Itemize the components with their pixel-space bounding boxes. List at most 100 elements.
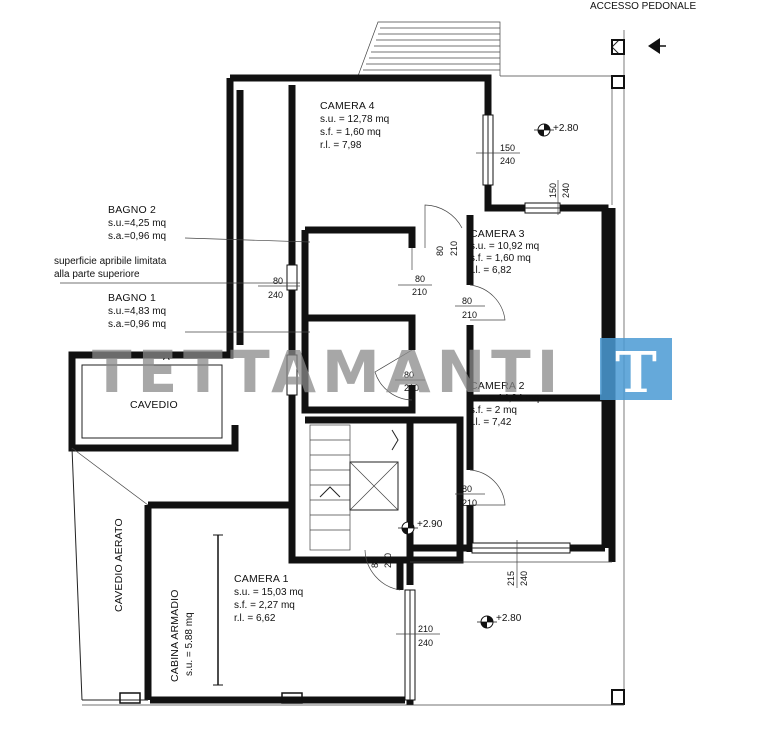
svg-text:superficie apribile limitata: superficie apribile limitata <box>54 256 167 267</box>
svg-text:80: 80 <box>273 276 283 286</box>
svg-text:s.u. = 15,03 mq: s.u. = 15,03 mq <box>234 587 303 598</box>
window-camera2 <box>471 542 571 554</box>
room-bagno2: BAGNO 2 s.u.=4,25 mq s.a.=0,96 mq <box>108 204 166 242</box>
svg-text:s.f. = 2,27 mq: s.f. = 2,27 mq <box>234 600 295 611</box>
svg-text:A: A <box>163 352 170 363</box>
bottom-post <box>119 692 141 704</box>
svg-text:210: 210 <box>412 287 427 297</box>
dim-door-camera1: 80 210 <box>370 553 393 568</box>
svg-text:210: 210 <box>383 553 393 568</box>
svg-text:alla parte superiore: alla parte superiore <box>54 269 140 280</box>
svg-text:80: 80 <box>370 558 380 568</box>
svg-text:150: 150 <box>500 143 515 153</box>
window-camera3 <box>524 202 561 214</box>
wall-corridor <box>305 416 464 564</box>
svg-text:240: 240 <box>268 290 283 300</box>
svg-text:CAMERA 2: CAMERA 2 <box>470 380 525 392</box>
window-camera1 <box>404 589 416 701</box>
room-cavedio-aerato: CAVEDIO AERATO <box>113 518 125 612</box>
terrace-post <box>611 75 625 89</box>
svg-text:240: 240 <box>418 638 433 648</box>
terrace-post <box>611 39 625 55</box>
room-cabina-armadio: CABINA ARMADIO s.u. = 5.88 mq <box>169 589 195 682</box>
dim-window-camera1: 210 240 <box>396 624 440 648</box>
access-chevron-icon <box>611 39 620 55</box>
svg-text:210: 210 <box>462 310 477 320</box>
level-label: +2.80 <box>496 613 522 624</box>
svg-text:BAGNO 1: BAGNO 1 <box>108 292 156 304</box>
access-arrow-icon <box>648 38 666 54</box>
svg-text:80: 80 <box>462 484 472 494</box>
svg-text:210: 210 <box>462 498 477 508</box>
window-camera4 <box>482 114 494 186</box>
wardrobe-rod <box>213 534 223 686</box>
bottom-post <box>281 692 303 704</box>
room-cavedio: CAVEDIO A <box>130 352 178 411</box>
svg-text:210: 210 <box>418 624 433 634</box>
exterior-wall-left <box>68 78 239 452</box>
door-bagno1 <box>374 349 413 401</box>
dim-door-camera3: 80 210 <box>455 296 485 320</box>
svg-text:s.u. = 10,92 mq: s.u. = 10,92 mq <box>470 241 539 252</box>
svg-text:s.f. = 1,60 mq: s.f. = 1,60 mq <box>470 253 531 264</box>
level-label: +2.90 <box>417 519 443 530</box>
dim-window-camera3: 150 240 <box>548 180 571 215</box>
room-camera2: CAMERA 2 s.u. = 14,84 mq s.f. = 2 mq r.l… <box>470 380 539 428</box>
svg-text:CAMERA 4: CAMERA 4 <box>320 100 375 112</box>
svg-text:CAMERA 1: CAMERA 1 <box>234 573 289 585</box>
wall-bagno2-bottom <box>301 230 416 414</box>
svg-text:240: 240 <box>519 571 529 586</box>
wall-shaft <box>288 85 305 564</box>
cavedio-aerato-edge <box>71 447 149 506</box>
svg-text:s.u.=4,83 mq: s.u.=4,83 mq <box>108 306 166 317</box>
svg-text:150: 150 <box>548 183 558 198</box>
entrance-stair <box>357 21 501 77</box>
dim-door-bagno1: 80 210 <box>395 370 425 393</box>
dim-door-bagno2: 80 210 <box>398 274 432 297</box>
level-marker-icon <box>398 521 418 535</box>
window-bagno2 <box>286 264 298 291</box>
svg-text:s.f. = 2 mq: s.f. = 2 mq <box>470 405 517 416</box>
svg-text:80: 80 <box>415 274 425 284</box>
access-label: ACCESSO PEDONALE <box>590 1 696 12</box>
dim-door-camera2: 80 210 <box>455 484 485 508</box>
door-camera3 <box>469 284 506 321</box>
svg-text:210: 210 <box>449 241 459 256</box>
level-marker-icon <box>477 615 497 629</box>
svg-text:240: 240 <box>561 183 571 198</box>
svg-text:s.u.=4,25 mq: s.u.=4,25 mq <box>108 218 166 229</box>
svg-text:BAGNO 2: BAGNO 2 <box>108 204 156 216</box>
dim-window-bathroom: 80 240 <box>258 276 300 300</box>
svg-text:CAVEDIO: CAVEDIO <box>130 399 178 411</box>
svg-text:r.l. = 6,62: r.l. = 6,62 <box>234 613 276 624</box>
exterior-wall-main <box>230 74 609 705</box>
wall-cavedio-aerato <box>144 501 292 700</box>
svg-text:s.a.=0,96 mq: s.a.=0,96 mq <box>108 231 166 242</box>
svg-text:CABINA ARMADIO: CABINA ARMADIO <box>169 589 181 682</box>
svg-text:80: 80 <box>404 370 414 380</box>
balcony-post <box>611 689 625 705</box>
level-label: +2.80 <box>553 123 579 134</box>
room-camera1: CAMERA 1 s.u. = 15,03 mq s.f. = 2,27 mq … <box>234 573 303 624</box>
door-camera2 <box>469 469 506 506</box>
surface-note: superficie apribile limitata alla parte … <box>54 256 167 280</box>
dim-door-camera4: 80 210 <box>435 241 459 256</box>
dim-window-camera2: 215 240 <box>506 540 529 588</box>
svg-text:215: 215 <box>506 571 516 586</box>
svg-text:r.l. = 7,98: r.l. = 7,98 <box>320 140 362 151</box>
watermark-logo-letter: T <box>615 340 657 406</box>
svg-text:s.f. = 1,60 mq: s.f. = 1,60 mq <box>320 127 381 138</box>
internal-stair <box>309 424 399 551</box>
svg-text:s.u. = 14,84 mq: s.u. = 14,84 mq <box>470 393 539 404</box>
svg-text:s.u. = 12,78 mq: s.u. = 12,78 mq <box>320 114 389 125</box>
room-camera3: CAMERA 3 s.u. = 10,92 mq s.f. = 1,60 mq … <box>470 228 539 276</box>
svg-text:240: 240 <box>500 156 515 166</box>
leader-bagno2 <box>184 237 311 243</box>
svg-text:CAMERA 3: CAMERA 3 <box>470 228 525 240</box>
cavedio-aerato-edge <box>71 447 148 701</box>
level-marker-icon <box>534 123 554 137</box>
wall-camera4-bottom <box>305 226 416 248</box>
door-camera4 <box>424 204 463 248</box>
window-bagno1 <box>286 354 298 396</box>
